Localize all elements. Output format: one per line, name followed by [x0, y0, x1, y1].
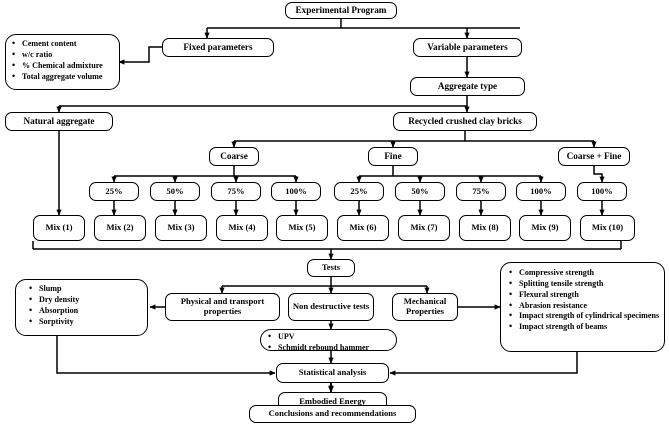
node-non-destructive-tests[interactable]: Non destructive tests — [288, 293, 374, 321]
node-mix-1[interactable]: Mix (1) — [33, 215, 85, 241]
list-item: Impact strength of cylindrical specimens — [508, 310, 660, 321]
node-label: Fine — [384, 151, 402, 162]
node-coarse-plus-fine-level-100[interactable]: 100% — [577, 182, 627, 201]
node-label: 100% — [591, 185, 613, 196]
list-item: Compressive strength — [508, 267, 660, 278]
list-item: Schmidt rebound hammer — [267, 342, 393, 353]
fixed-parameters-bullet-list: Cement content w/c ratio % Chemical admi… — [11, 38, 115, 82]
node-mix-9[interactable]: Mix (9) — [519, 215, 571, 241]
node-label: 25% — [350, 185, 368, 196]
node-label: Aggregate type — [437, 81, 498, 92]
list-item: UPV — [267, 331, 393, 342]
list-item: % Chemical admixture — [11, 60, 115, 71]
list-item: Absorption — [28, 305, 143, 316]
node-label: Coarse — [220, 151, 248, 162]
node-label: 100% — [530, 185, 552, 196]
node-aggregate-type[interactable]: Aggregate type — [410, 77, 525, 96]
node-non-destructive-list[interactable]: UPV Schmidt rebound hammer — [260, 329, 397, 353]
node-mix-8[interactable]: Mix (8) — [459, 215, 511, 241]
node-recycled-crushed-clay-bricks[interactable]: Recycled crushed clay bricks — [393, 112, 537, 131]
node-mix-5[interactable]: Mix (5) — [276, 215, 328, 241]
node-label: Physical and transport properties — [180, 296, 265, 316]
node-label: Mix (7) — [410, 222, 438, 233]
node-variable-parameters[interactable]: Variable parameters — [413, 38, 522, 57]
list-item: Slump — [28, 283, 143, 294]
node-fine[interactable]: Fine — [368, 147, 418, 166]
node-fine-level-75[interactable]: 75% — [456, 182, 506, 201]
node-label: Mix (10) — [591, 222, 624, 233]
physical-transport-bullet-list: Slump Dry density Absorption Sorptivity — [28, 283, 143, 327]
node-label: Conclusions and recommendations — [268, 408, 397, 419]
node-label: Mix (3) — [167, 222, 195, 233]
node-mix-10[interactable]: Mix (10) — [580, 215, 635, 241]
node-fixed-parameters-list[interactable]: Cement content w/c ratio % Chemical admi… — [5, 34, 120, 90]
node-label: Mix (8) — [471, 222, 499, 233]
node-label: 75% — [227, 185, 245, 196]
list-item: Dry density — [28, 294, 143, 305]
node-conclusions-and-recommendations[interactable]: Conclusions and recommendations — [249, 405, 416, 423]
node-label: Non destructive tests — [292, 301, 370, 312]
list-item: Flexural strength — [508, 289, 660, 300]
node-fine-level-25[interactable]: 25% — [334, 182, 384, 201]
node-experimental-program[interactable]: Experimental Program — [285, 2, 397, 19]
node-mechanical-properties[interactable]: Mechanical Properties — [392, 293, 458, 321]
node-label: Mix (4) — [228, 222, 256, 233]
node-coarse-level-100[interactable]: 100% — [271, 182, 321, 201]
node-mix-4[interactable]: Mix (4) — [216, 215, 268, 241]
node-label: Mix (1) — [45, 222, 73, 233]
node-fine-level-100[interactable]: 100% — [516, 182, 566, 201]
node-physical-transport-list[interactable]: Slump Dry density Absorption Sorptivity — [15, 279, 148, 336]
list-item: Splitting tensile strength — [508, 278, 660, 289]
node-label: Fixed parameters — [183, 42, 253, 53]
list-item: w/c ratio — [11, 49, 115, 60]
node-statistical-analysis[interactable]: Statistical analysis — [276, 363, 389, 383]
non-destructive-bullet-list: UPV Schmidt rebound hammer — [267, 331, 393, 353]
node-label: Natural aggregate — [23, 116, 95, 127]
node-mix-6[interactable]: Mix (6) — [337, 215, 389, 241]
node-fine-level-50[interactable]: 50% — [395, 182, 445, 201]
node-label: Mix (9) — [531, 222, 559, 233]
node-label: 50% — [411, 185, 429, 196]
node-coarse-plus-fine[interactable]: Coarse + Fine — [558, 147, 630, 166]
node-label: Experimental Program — [295, 5, 387, 16]
node-mix-7[interactable]: Mix (7) — [398, 215, 450, 241]
node-label: Statistical analysis — [298, 367, 367, 378]
list-item: Total aggregate volume — [11, 71, 115, 82]
node-mechanical-list[interactable]: Compressive strength Splitting tensile s… — [500, 262, 665, 352]
list-item: Cement content — [11, 38, 115, 49]
node-label: Variable parameters — [427, 42, 508, 53]
node-physical-and-transport-properties[interactable]: Physical and transport properties — [165, 293, 280, 321]
node-coarse-level-75[interactable]: 75% — [211, 182, 261, 201]
node-label: Mix (5) — [288, 222, 316, 233]
list-item: Sorptivity — [28, 316, 143, 327]
node-label: Mechanical Properties — [403, 296, 447, 316]
node-coarse-level-50[interactable]: 50% — [150, 182, 200, 201]
node-coarse[interactable]: Coarse — [209, 147, 259, 166]
node-mix-3[interactable]: Mix (3) — [155, 215, 207, 241]
node-fixed-parameters[interactable]: Fixed parameters — [162, 38, 274, 57]
node-label: Tests — [321, 262, 341, 273]
node-mix-2[interactable]: Mix (2) — [94, 215, 146, 241]
node-label: 75% — [472, 185, 490, 196]
node-label: Mix (2) — [106, 222, 134, 233]
node-natural-aggregate[interactable]: Natural aggregate — [5, 112, 113, 131]
node-tests[interactable]: Tests — [307, 259, 355, 277]
list-item: Abrasion resistance — [508, 300, 660, 311]
node-label: Recycled crushed clay bricks — [408, 116, 522, 127]
list-item: Impact strength of beams — [508, 321, 660, 332]
mechanical-bullet-list: Compressive strength Splitting tensile s… — [508, 267, 660, 332]
node-label: Coarse + Fine — [566, 151, 622, 162]
node-label: 100% — [285, 185, 307, 196]
node-label: Mix (6) — [349, 222, 377, 233]
node-coarse-level-25[interactable]: 25% — [89, 182, 139, 201]
node-label: 50% — [166, 185, 184, 196]
node-label: 25% — [105, 185, 123, 196]
